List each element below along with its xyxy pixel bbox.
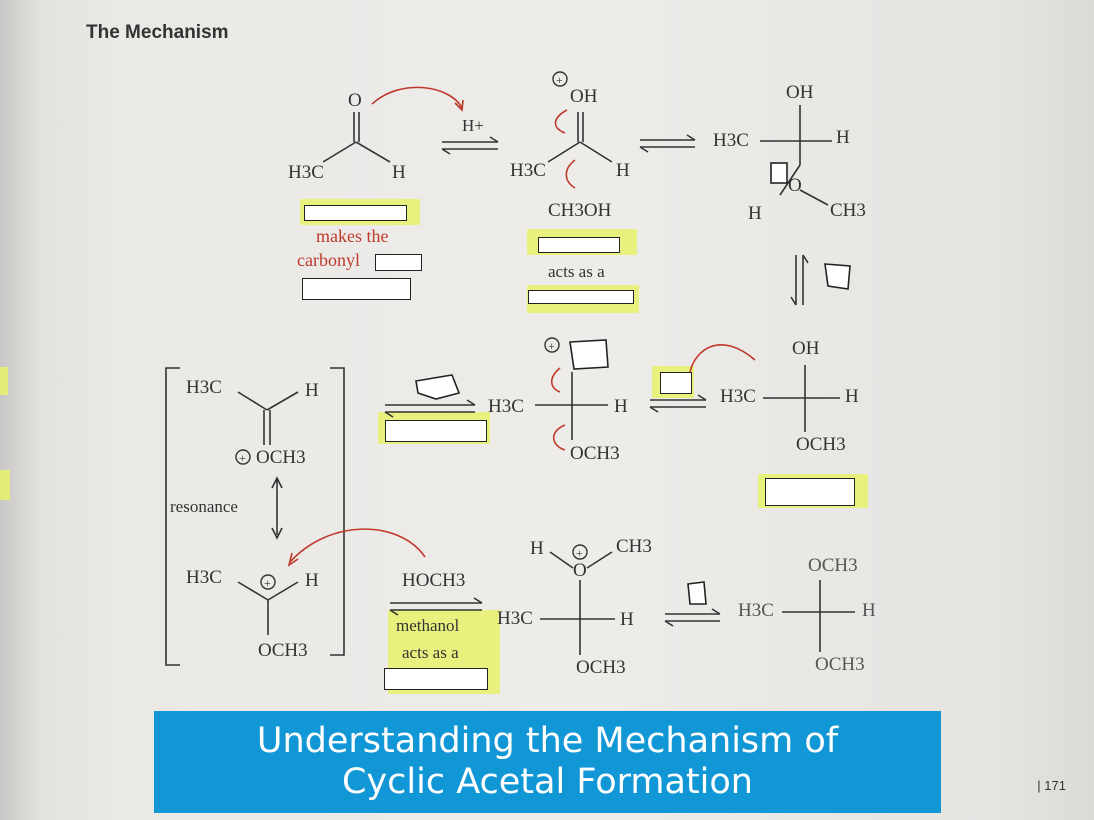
methanol-label: HOCH3 xyxy=(402,570,466,591)
svg-text:+: + xyxy=(239,451,246,465)
hydrogen-label: H xyxy=(748,203,762,224)
hydrogen-label: H xyxy=(620,609,634,630)
banner-line-2: Cyclic Acetal Formation xyxy=(341,762,753,802)
step2-note: acts as a xyxy=(548,262,605,281)
methoxy-label: OCH3 xyxy=(808,555,858,576)
answer-blank[interactable] xyxy=(385,420,487,442)
methyl-label: H3C xyxy=(186,377,222,398)
section-heading: The Mechanism xyxy=(86,22,229,43)
methoxy-label: OCH3 xyxy=(256,447,306,468)
answer-blank[interactable] xyxy=(765,478,855,506)
methyl-label: H3C xyxy=(510,160,546,181)
methyl-label: H3C xyxy=(720,386,756,407)
hydroxyl-label: OH xyxy=(570,86,598,107)
oxygen-label: O xyxy=(573,560,587,581)
answer-blank[interactable] xyxy=(302,278,411,300)
step1-note-line2: carbonyl xyxy=(297,250,360,270)
oxygen-label: O xyxy=(788,175,802,196)
carbonyl-oxygen: O xyxy=(348,90,362,111)
methoxy-label: OCH3 xyxy=(258,640,308,661)
hydroxyl-label: OH xyxy=(786,82,814,103)
methyl-label: H3C xyxy=(186,567,222,588)
step1-note-line1: makes the xyxy=(316,226,389,246)
svg-text:+: + xyxy=(264,576,271,590)
methoxy-label: OCH3 xyxy=(576,657,626,678)
hydrogen-label: H xyxy=(862,600,876,621)
page-number: | 171 xyxy=(1037,778,1066,793)
resonance-label: resonance xyxy=(170,497,238,516)
hydrogen-label: H xyxy=(845,386,859,407)
answer-blank[interactable] xyxy=(304,205,407,221)
highlight-mark xyxy=(0,367,8,395)
row3-note-line1: methanol xyxy=(396,616,460,635)
page-number-value: 171 xyxy=(1044,778,1066,793)
hydrogen-label: H xyxy=(305,380,319,401)
methyl-label: H3C xyxy=(738,600,774,621)
svg-text:+: + xyxy=(548,339,555,353)
methyl-label: CH3 xyxy=(616,536,652,557)
hydrogen-label: H xyxy=(614,396,628,417)
answer-blank[interactable] xyxy=(528,290,634,304)
highlight-mark xyxy=(0,470,10,500)
hydrogen-label: H xyxy=(836,127,850,148)
hydroxyl-label: OH xyxy=(792,338,820,359)
answer-blank[interactable] xyxy=(538,237,620,253)
hydrogen-label: H xyxy=(530,538,544,559)
methanol-label: CH3OH xyxy=(548,200,612,221)
hydrogen-label: H xyxy=(616,160,630,181)
svg-text:+: + xyxy=(576,546,583,560)
methyl-label: H3C xyxy=(497,608,533,629)
methyl-label: H3C xyxy=(288,162,324,183)
banner-line-1: Understanding the Mechanism of xyxy=(256,721,839,761)
methyl-label: H3C xyxy=(488,396,524,417)
acid-catalyst: H+ xyxy=(462,116,484,135)
methoxy-label: OCH3 xyxy=(796,434,846,455)
title-banner: Understanding the Mechanism of Cyclic Ac… xyxy=(154,711,941,813)
answer-blank[interactable] xyxy=(375,254,422,271)
methyl-label: H3C xyxy=(713,130,749,151)
svg-text:+: + xyxy=(556,73,563,87)
methyl-label: CH3 xyxy=(830,200,866,221)
hydrogen-label: H xyxy=(305,570,319,591)
methoxy-label: OCH3 xyxy=(570,443,620,464)
methoxy-label: OCH3 xyxy=(815,654,865,675)
hydrogen-label: H xyxy=(392,162,406,183)
answer-blank[interactable] xyxy=(660,372,692,394)
answer-blank[interactable] xyxy=(384,668,488,690)
row3-note-line2: acts as a xyxy=(402,643,459,662)
